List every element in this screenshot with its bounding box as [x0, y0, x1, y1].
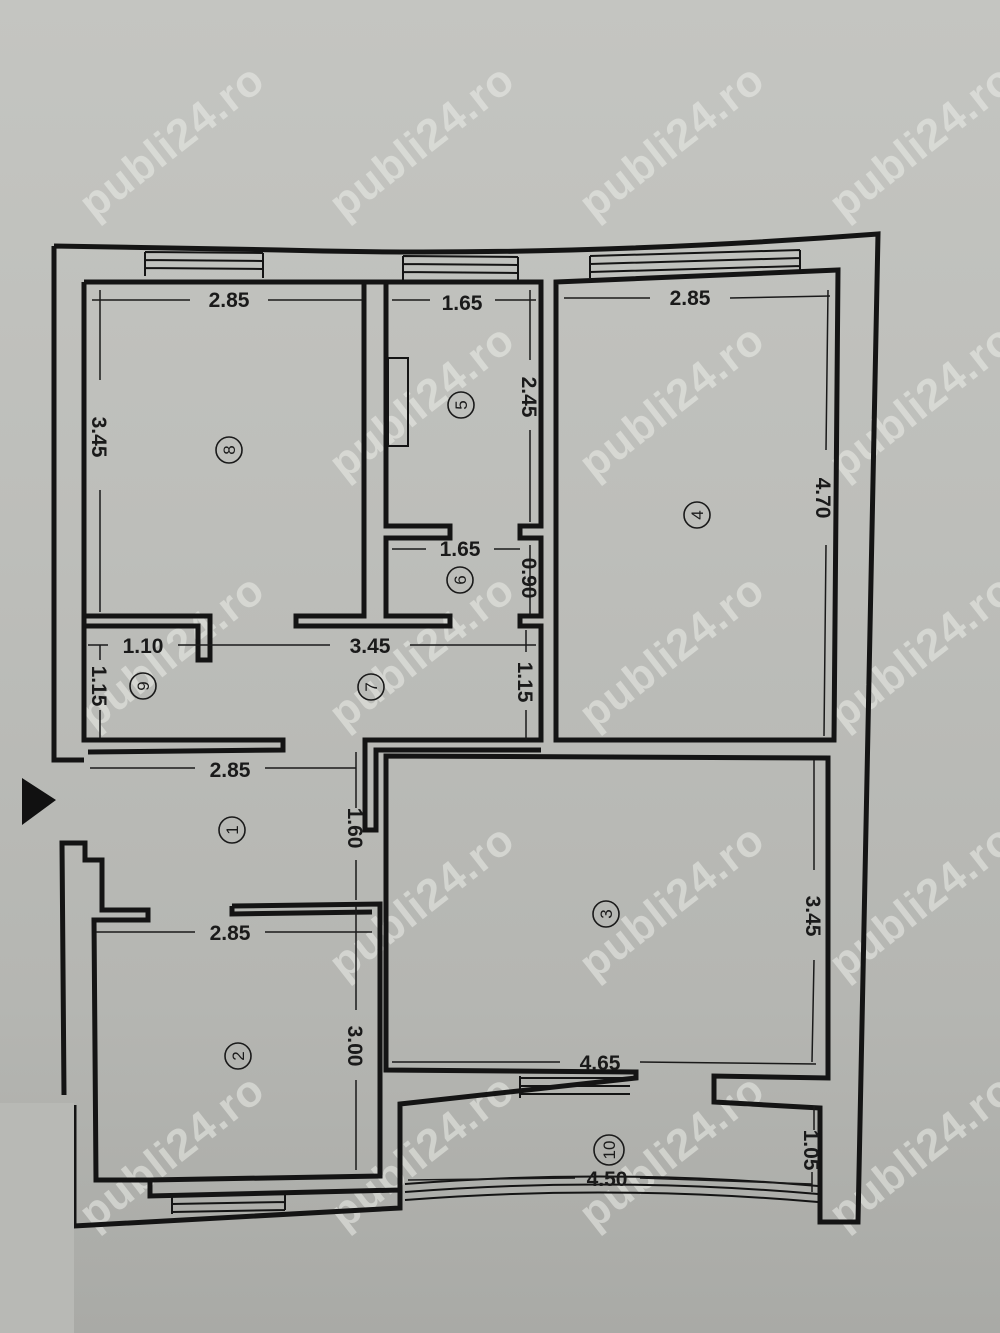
room4-wall [553, 267, 841, 743]
room-label-9: 9 [134, 681, 153, 690]
room-label-1: 1 [223, 825, 242, 834]
room-label-2: 2 [229, 1051, 248, 1060]
room-label-5: 5 [452, 400, 471, 409]
dim-room3-height: 3.45 [801, 896, 824, 937]
redacted-corner [0, 1103, 74, 1333]
room-label-8: 8 [220, 445, 239, 454]
dim-room3-width: 4.65 [580, 1052, 621, 1075]
dim-room5-width: 1.65 [442, 292, 483, 315]
dim-room1-height: 1.60 [343, 808, 366, 849]
room-markers [129, 391, 711, 1166]
room-label-3: 3 [597, 909, 616, 918]
window-room5 [402, 255, 519, 280]
room9-wall [84, 613, 213, 663]
dim-room8-height: 3.45 [87, 417, 110, 458]
dim-room7-width: 3.45 [350, 635, 391, 658]
dim-room4-height: 4.70 [811, 478, 834, 519]
dim-room9-height: 1.15 [87, 666, 110, 707]
entrance-arrow-icon [22, 778, 56, 825]
wardrobe [387, 357, 409, 447]
window-room4 [589, 249, 801, 278]
window-room3 [519, 1076, 630, 1098]
dim-room4-width: 2.85 [670, 287, 711, 310]
dim-room10-width: 4.50 [587, 1168, 628, 1191]
room8-wall [84, 279, 453, 629]
dim-room6-height: 0.90 [517, 558, 540, 599]
dimension-lines [88, 289, 831, 1192]
dim-room10-height: 1.05 [799, 1130, 822, 1171]
dim-room1-width: 2.85 [210, 759, 251, 782]
dim-room8-width: 2.85 [209, 289, 250, 312]
outer-wall [51, 231, 881, 1229]
dim-room6-width: 1.65 [440, 538, 481, 561]
room-label-6: 6 [451, 575, 470, 584]
room-label-4: 4 [688, 510, 707, 519]
room5-wall [362, 279, 544, 833]
window-room2 [171, 1193, 286, 1214]
window-room8 [144, 251, 264, 278]
dim-room9-width: 1.10 [123, 635, 164, 658]
room-label-10: 10 [600, 1141, 619, 1160]
dim-room2-width: 2.85 [210, 922, 251, 945]
dim-room5-height: 2.45 [517, 377, 540, 418]
inner-wall-top [81, 282, 286, 755]
room2-wall [149, 901, 383, 1183]
dim-room7-height: 1.15 [513, 662, 536, 703]
room-label-7: 7 [362, 682, 381, 691]
dim-room2-height: 3.00 [343, 1026, 366, 1067]
windows [144, 249, 819, 1214]
